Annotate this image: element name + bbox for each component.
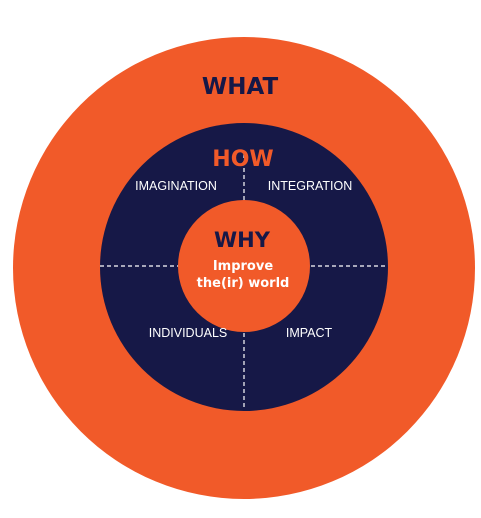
- why-label: WHY: [214, 228, 271, 252]
- what-label: WHAT: [202, 74, 279, 100]
- why-text-line-1: Improve: [213, 259, 274, 274]
- quadrant-label-integration: INTEGRATION: [268, 179, 353, 193]
- quadrant-label-imagination: IMAGINATION: [135, 179, 217, 193]
- quadrant-label-individuals: INDIVIDUALS: [149, 326, 228, 340]
- why-text-line-2: the(ir) world: [197, 276, 290, 291]
- how-label: HOW: [212, 147, 273, 172]
- quadrant-label-impact: IMPACT: [286, 326, 333, 340]
- inner-circle-why: [178, 200, 310, 332]
